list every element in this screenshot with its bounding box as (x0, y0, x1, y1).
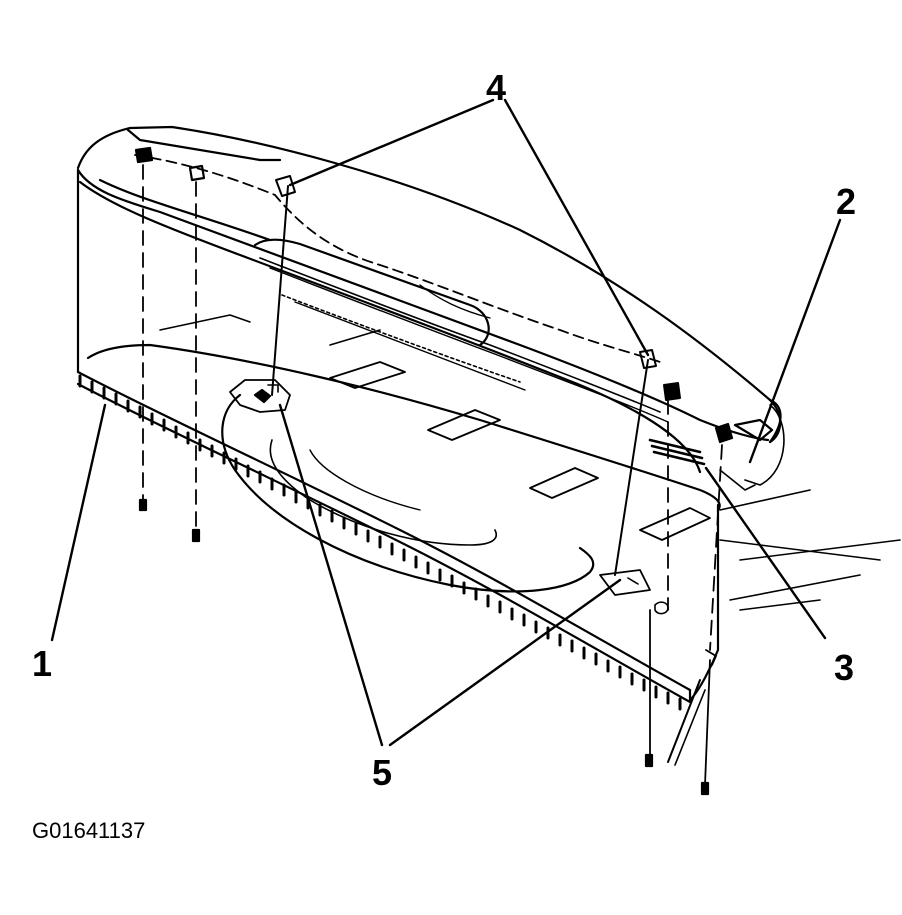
push-pins (134, 146, 734, 444)
fastener-guides (142, 164, 723, 651)
leader-lines (50, 98, 842, 747)
vehicle-body-lines (719, 404, 901, 611)
screws (138, 498, 710, 796)
fastener-guides-solid (649, 609, 711, 786)
energy-absorber (76, 168, 721, 766)
callout-3: 3 (834, 647, 855, 688)
upper-fascia (76, 125, 782, 474)
figure-id: G01641137 (32, 818, 146, 843)
callout-1: 1 (32, 643, 53, 684)
callout-4: 4 (486, 67, 507, 108)
callout-2: 2 (836, 181, 857, 222)
callout-5: 5 (372, 752, 393, 793)
